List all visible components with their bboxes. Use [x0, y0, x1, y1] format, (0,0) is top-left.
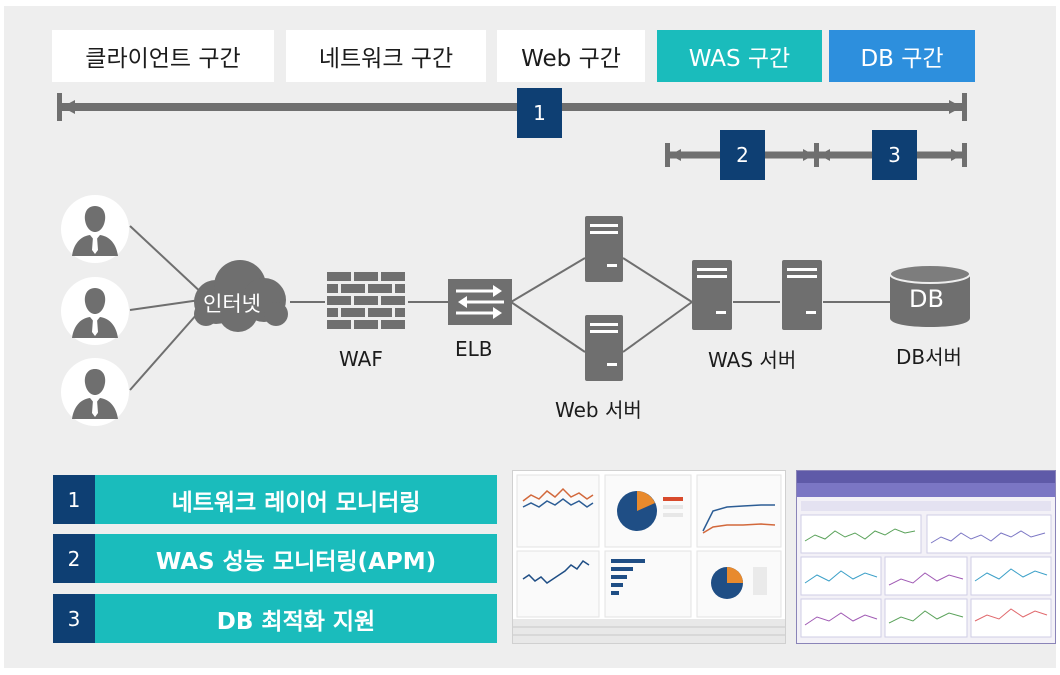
- legend-item-apm: 2 WAS 성능 모니터링(APM): [53, 534, 497, 583]
- dashboard-thumbnail-apm: [796, 470, 1056, 644]
- legend-text: 네트워크 레이어 모니터링: [95, 475, 497, 524]
- section-db: DB 구간: [829, 30, 975, 82]
- range-badge-3: 3: [872, 130, 917, 180]
- cloud-icon: [194, 260, 288, 332]
- dashboard-thumbnail-analytics: [512, 470, 786, 644]
- legend-item-db: 3 DB 최적화 지원: [53, 594, 497, 643]
- load-balancer-icon: [448, 279, 512, 325]
- legend-number: 2: [53, 534, 95, 583]
- db-server-label: DB서버: [896, 345, 962, 369]
- range-badge-2: 2: [720, 130, 765, 180]
- section-web: Web 구간: [497, 30, 645, 82]
- range-bar-1: [57, 93, 967, 121]
- server-icon: [585, 216, 623, 282]
- dashboard-analytics-image: [513, 474, 785, 643]
- legend-text: DB 최적화 지원: [95, 594, 497, 643]
- user-icon: [61, 358, 129, 426]
- database-icon: [889, 264, 971, 327]
- legend-number: 3: [53, 594, 95, 643]
- user-icon: [61, 277, 129, 345]
- server-icon: [585, 315, 623, 381]
- legend-item-network: 1 네트워크 레이어 모니터링: [53, 475, 497, 524]
- section-was: WAS 구간: [657, 30, 822, 82]
- section-client: 클라이언트 구간: [52, 30, 274, 82]
- user-icon: [61, 195, 129, 263]
- range-badge-1: 1: [517, 88, 562, 138]
- was-server-label: WAS 서버: [708, 348, 797, 372]
- internet-label: 인터넷: [203, 292, 261, 316]
- server-icon: [782, 260, 822, 330]
- db-icon-label: DB: [909, 285, 944, 313]
- web-server-label: Web 서버: [555, 398, 642, 422]
- elb-label: ELB: [455, 337, 493, 361]
- legend-number: 1: [53, 475, 95, 524]
- network-links: [129, 225, 890, 391]
- waf-label: WAF: [339, 347, 383, 371]
- legend-text: WAS 성능 모니터링(APM): [95, 534, 497, 583]
- firewall-icon: [325, 270, 407, 332]
- server-icon: [692, 260, 732, 330]
- dashboard-apm-image: [797, 471, 1055, 638]
- section-network: 네트워크 구간: [286, 30, 486, 82]
